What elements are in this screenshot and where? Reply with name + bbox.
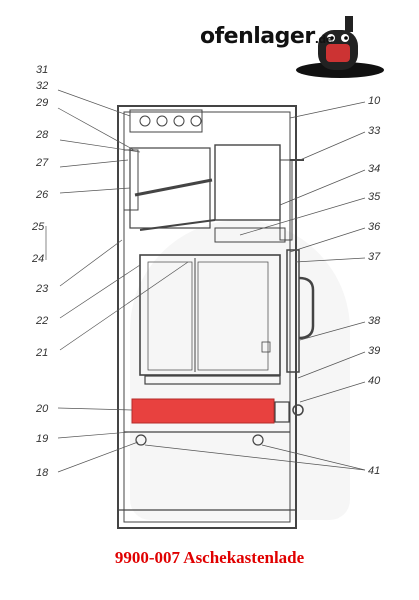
leader-31 bbox=[57, 89, 131, 117]
brand-tld: .de bbox=[314, 33, 334, 46]
part-number: 34 bbox=[368, 163, 380, 175]
part-caption: 9900-007 Aschekastenlade bbox=[114, 548, 305, 567]
part-number: 20 bbox=[35, 403, 49, 415]
part-number: 22 bbox=[35, 315, 48, 327]
leader-26 bbox=[59, 187, 131, 194]
part-number: 24 bbox=[31, 253, 44, 265]
door-handle bbox=[298, 276, 315, 340]
leader-27 bbox=[59, 159, 129, 168]
ash-drawer-knob bbox=[292, 404, 304, 416]
leader-18 bbox=[57, 441, 139, 473]
leader-22 bbox=[59, 264, 141, 319]
ash-drawer-front bbox=[274, 401, 290, 423]
brand-name: ofenlager bbox=[200, 24, 315, 49]
part-number: 39 bbox=[368, 345, 380, 357]
grille-hole bbox=[156, 115, 168, 127]
leader-35 bbox=[239, 197, 366, 236]
leader-34 bbox=[279, 169, 366, 206]
leader-20 bbox=[57, 407, 133, 411]
ash-drawer-highlight bbox=[131, 398, 275, 424]
part-number: 35 bbox=[368, 191, 381, 203]
grille-hole bbox=[139, 115, 151, 127]
part-number: 33 bbox=[368, 125, 381, 137]
part-number: 38 bbox=[368, 315, 381, 327]
firebox-left-brick bbox=[147, 261, 193, 371]
part-number: 29 bbox=[35, 97, 48, 109]
stove-outer-shell bbox=[117, 105, 297, 529]
firebox-rear-brick bbox=[197, 261, 269, 371]
part-number: 37 bbox=[368, 251, 381, 263]
firebox-latch bbox=[261, 341, 271, 353]
baffle-plate bbox=[134, 178, 213, 197]
adjusting-foot bbox=[252, 434, 264, 446]
grate-bar bbox=[144, 375, 281, 385]
part-number: 36 bbox=[368, 221, 381, 233]
leader-10 bbox=[289, 101, 366, 119]
part-number: 19 bbox=[36, 433, 48, 445]
part-number: 21 bbox=[35, 347, 48, 359]
part-number: 25 bbox=[31, 221, 45, 233]
part-number: 23 bbox=[35, 283, 49, 295]
part-number: 10 bbox=[368, 95, 381, 107]
leader-40 bbox=[299, 381, 366, 403]
leader-38 bbox=[299, 321, 366, 341]
part-number: 28 bbox=[35, 129, 49, 141]
part-number: 31 bbox=[36, 64, 48, 76]
leader-41a bbox=[144, 444, 366, 471]
side-flue-plate bbox=[123, 149, 139, 211]
firebox bbox=[139, 254, 281, 376]
part-number: 18 bbox=[36, 467, 49, 479]
firebox-top-plate bbox=[214, 227, 286, 243]
leader-39 bbox=[297, 351, 366, 379]
door-frame bbox=[286, 249, 300, 373]
leader-41b bbox=[261, 444, 366, 471]
part-number: 32 bbox=[36, 80, 48, 92]
part-number: 40 bbox=[368, 375, 381, 387]
leader-29 bbox=[57, 107, 135, 151]
leader-28 bbox=[59, 139, 141, 153]
grille-hole bbox=[190, 115, 202, 127]
top-grille bbox=[129, 109, 203, 133]
leader-19 bbox=[57, 431, 131, 439]
heat-exchanger-box bbox=[214, 144, 281, 221]
part-number: 41 bbox=[368, 465, 380, 477]
stove-inner-shell bbox=[123, 111, 291, 523]
leader-36 bbox=[289, 227, 366, 253]
part-number: 26 bbox=[35, 189, 49, 201]
grille-hole bbox=[173, 115, 185, 127]
leader-33 bbox=[299, 131, 366, 161]
oven-mascot-icon bbox=[296, 16, 384, 78]
leader-21 bbox=[59, 261, 189, 351]
adjusting-foot bbox=[135, 434, 147, 446]
part-number: 27 bbox=[35, 157, 49, 169]
brand-wordmark: ofenlager.de bbox=[200, 24, 333, 49]
deflector-plate bbox=[139, 219, 216, 231]
leader-23 bbox=[59, 239, 123, 287]
leader-37 bbox=[294, 257, 366, 263]
